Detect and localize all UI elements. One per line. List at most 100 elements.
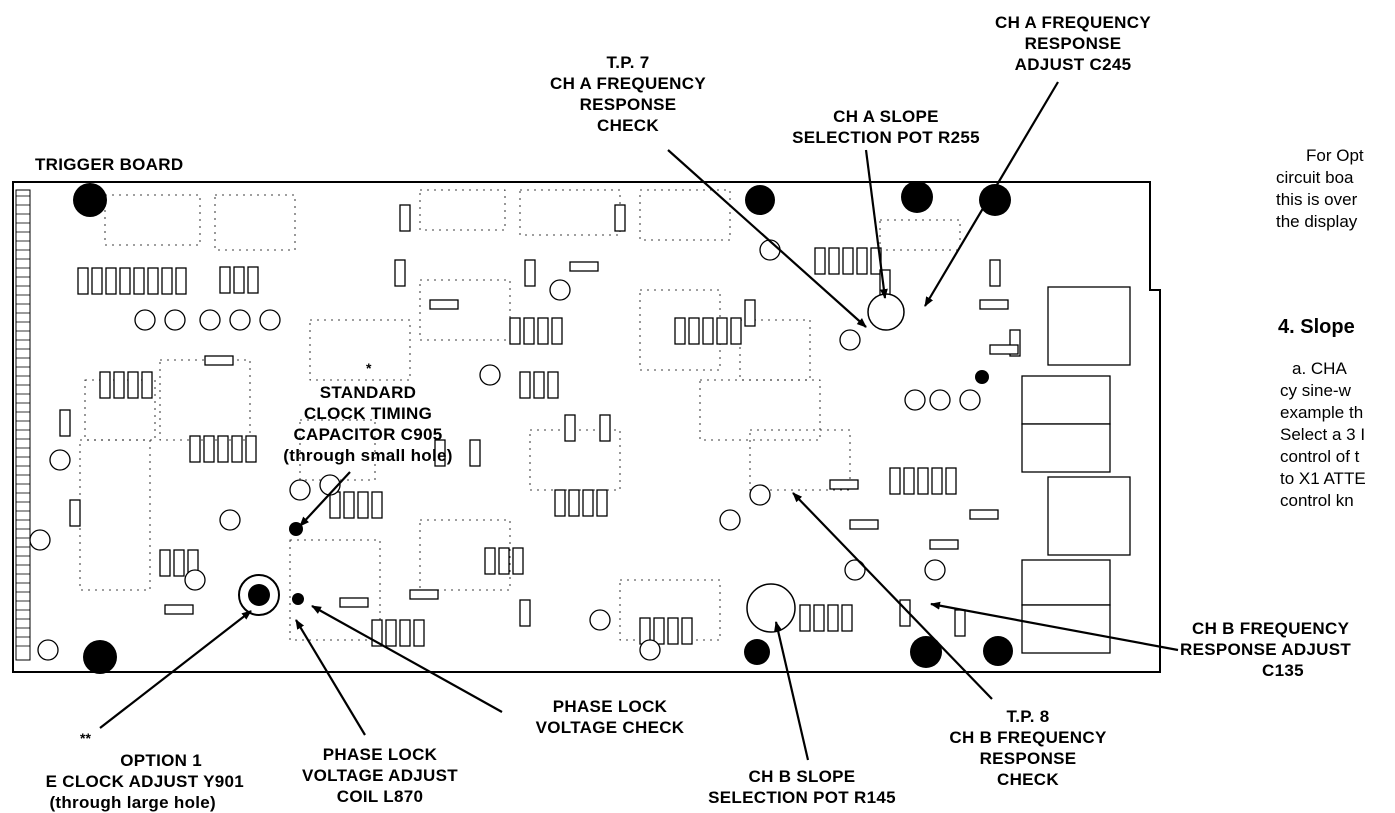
resistor bbox=[667, 617, 679, 645]
resistor bbox=[127, 371, 139, 399]
resistor bbox=[554, 489, 566, 517]
trimmer bbox=[289, 479, 311, 501]
resistor bbox=[730, 317, 742, 345]
trimmer bbox=[37, 639, 59, 661]
resistor bbox=[113, 371, 125, 399]
trimmer bbox=[479, 364, 501, 386]
resistor bbox=[537, 317, 549, 345]
side-para2-line-7: control kn bbox=[1280, 491, 1354, 510]
resistor bbox=[903, 467, 915, 495]
trimmer bbox=[929, 389, 951, 411]
ch-b-slope-line-1: CH B SLOPE bbox=[748, 767, 856, 786]
standard-clock-label: STANDARD CLOCK TIMING CAPACITOR C905 (th… bbox=[268, 382, 468, 466]
standard-clock-line-3: CAPACITOR C905 bbox=[293, 425, 443, 444]
tp8-line-3: RESPONSE bbox=[979, 749, 1077, 768]
resistor bbox=[173, 549, 185, 577]
pad-array bbox=[299, 419, 376, 481]
capacitor bbox=[519, 599, 531, 627]
arrow-ch-b-slope bbox=[774, 621, 810, 761]
tp8-line-4: CHECK bbox=[997, 770, 1059, 789]
ch-b-freq-line-2: RESPONSE ADJUST bbox=[1180, 640, 1352, 659]
resistor bbox=[484, 547, 496, 575]
capacitor bbox=[599, 414, 611, 442]
arrow-standard-clock bbox=[299, 471, 351, 527]
resistor bbox=[119, 267, 131, 295]
resistor bbox=[799, 604, 811, 632]
capacitor bbox=[399, 204, 411, 232]
resistor bbox=[509, 317, 521, 345]
resistor bbox=[219, 266, 231, 294]
ch-a-freq-adjust-label: CH A FREQUENCY RESPONSE ADJUST C245 bbox=[968, 12, 1178, 75]
capacitor bbox=[989, 259, 1001, 287]
resistor bbox=[917, 467, 929, 495]
trimmer bbox=[199, 309, 221, 331]
resistor bbox=[247, 266, 259, 294]
resistor bbox=[329, 491, 341, 519]
trigger-board-label: TRIGGER BOARD bbox=[35, 155, 184, 174]
arrow-tp7 bbox=[667, 149, 867, 328]
tp7-line-2: CH A FREQUENCY bbox=[550, 74, 706, 93]
arrow-ch-a-freq-adjust bbox=[924, 81, 1059, 307]
resistor bbox=[161, 267, 173, 295]
resistor bbox=[159, 549, 171, 577]
pad-array bbox=[749, 429, 851, 491]
phase-lock-adjust-label: PHASE LOCK VOLTAGE ADJUST COIL L870 bbox=[280, 744, 480, 807]
resistor bbox=[716, 317, 728, 345]
option1-line-1: OPTION 1 bbox=[120, 751, 202, 770]
resistor bbox=[217, 435, 229, 463]
arrow-option1 bbox=[99, 610, 252, 729]
resistor bbox=[856, 247, 868, 275]
trimmer bbox=[719, 509, 741, 531]
resistor bbox=[91, 267, 103, 295]
ch-b-freq-line-3: C135 bbox=[1262, 661, 1304, 680]
capacitor bbox=[564, 414, 576, 442]
standard-clock-line-4: (through small hole) bbox=[283, 446, 453, 465]
resistor bbox=[568, 489, 580, 517]
resistor bbox=[889, 467, 901, 495]
pad-array bbox=[419, 189, 506, 231]
resistor bbox=[523, 317, 535, 345]
side-para2-line-3: example th bbox=[1280, 403, 1364, 422]
trimmer bbox=[904, 389, 926, 411]
side-para1-line-2: circuit boa bbox=[1276, 168, 1354, 187]
resistor bbox=[413, 619, 425, 647]
capacitor bbox=[614, 204, 626, 232]
side-para1-line-4: the display bbox=[1276, 212, 1358, 231]
ch-a-freq-line-3: ADJUST C245 bbox=[1014, 55, 1132, 74]
pot-r255 bbox=[867, 293, 905, 331]
arrow-ch-b-freq-adjust bbox=[930, 601, 1179, 652]
small-part bbox=[849, 519, 879, 530]
phase-lock-adjust-line-1: PHASE LOCK bbox=[322, 745, 438, 764]
capacitor bbox=[59, 409, 71, 437]
ch-b-slope-line-2: SELECTION POT R145 bbox=[708, 788, 896, 807]
trimmer bbox=[844, 559, 866, 581]
phase-lock-adjust-line-2: VOLTAGE ADJUST bbox=[302, 766, 458, 785]
side-para1-line-1: For Opt bbox=[1306, 146, 1364, 165]
resistor bbox=[231, 435, 243, 463]
resistor bbox=[814, 247, 826, 275]
side-paragraph-2: a. CHA cy sine-w example th Select a 3 I… bbox=[1280, 358, 1395, 512]
ch-b-freq-adjust-label: CH B FREQUENCY RESPONSE ADJUST C135 bbox=[1180, 618, 1395, 681]
small-part bbox=[339, 597, 369, 608]
pad-array bbox=[214, 194, 296, 251]
side-paragraph-1: For Opt circuit boa this is over the dis… bbox=[1276, 145, 1395, 233]
board-outline bbox=[12, 181, 1161, 673]
mounting-holes bbox=[73, 181, 1013, 674]
side-para2-line-2: cy sine-w bbox=[1280, 381, 1351, 400]
resistor bbox=[828, 247, 840, 275]
tp7-line-1: T.P. 7 bbox=[606, 53, 650, 72]
capacitor bbox=[469, 439, 481, 467]
phase-lock-adjust-line-3: COIL L870 bbox=[336, 787, 424, 806]
capacitor bbox=[394, 259, 406, 287]
side-para2-line-1: a. CHA bbox=[1292, 359, 1347, 378]
resistor bbox=[674, 317, 686, 345]
option1-line-2: E CLOCK ADJUST Y901 bbox=[45, 772, 244, 791]
small-part bbox=[979, 299, 1009, 310]
resistor bbox=[233, 266, 245, 294]
trimmer bbox=[549, 279, 571, 301]
resistor bbox=[357, 491, 369, 519]
capacitor bbox=[434, 439, 446, 467]
trimmer bbox=[639, 639, 661, 661]
standard-clock-star: * bbox=[366, 360, 372, 376]
